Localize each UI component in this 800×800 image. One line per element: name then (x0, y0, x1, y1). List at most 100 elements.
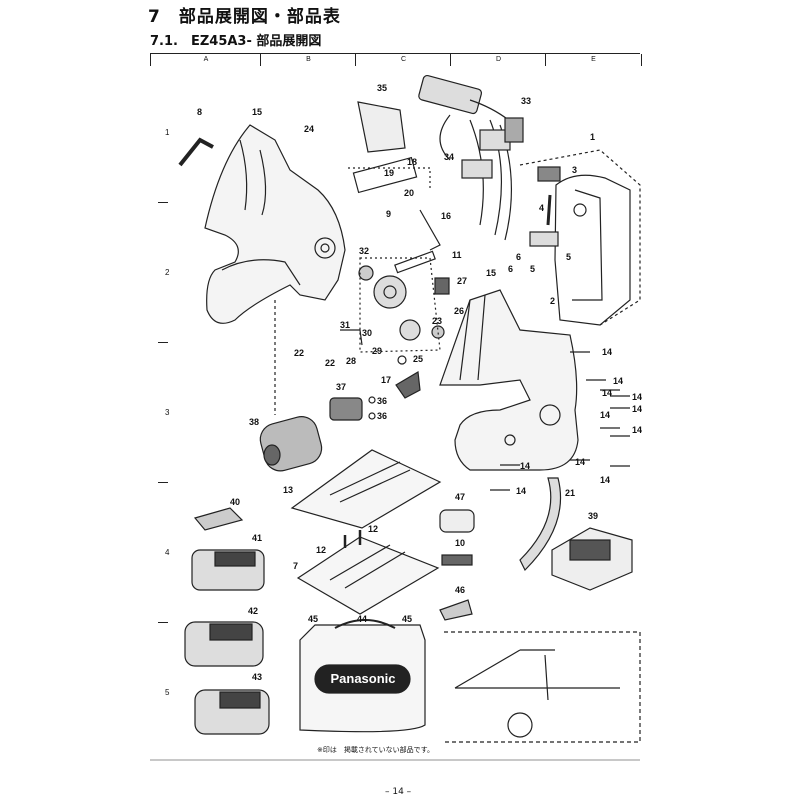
grid-column-d: D (450, 54, 546, 66)
footnote: ※印は 掲載されていない部品です。 (317, 746, 434, 754)
grid-row-divider (158, 342, 168, 343)
callout-22: 22 (294, 348, 305, 358)
grid-row-1: 1 (165, 128, 170, 137)
blade-guard-part (519, 149, 641, 326)
label-plate-part (357, 101, 406, 153)
group-outline (348, 167, 441, 353)
grid-row-divider (158, 482, 168, 483)
callout-41: 41 (252, 533, 263, 543)
callout-18: 18 (407, 157, 418, 167)
base-plate-part (290, 449, 442, 529)
gear-assembly-part (340, 156, 450, 346)
callout-4: 4 (539, 203, 545, 213)
callout-13: 13 (283, 485, 294, 495)
trigger-cover-part (395, 355, 421, 399)
charger-part (551, 527, 633, 591)
callout-14: 14 (632, 404, 643, 414)
callout-5: 5 (566, 252, 572, 262)
callout-28: 28 (346, 356, 357, 366)
grid-row-3: 3 (165, 408, 170, 417)
callout-43: 43 (252, 672, 263, 682)
shoe-plate-part (296, 536, 440, 615)
detail-inset-box (444, 631, 641, 743)
callout-14: 14 (602, 347, 613, 357)
callout-33: 33 (521, 96, 532, 106)
callout-24: 24 (304, 124, 315, 134)
grid-row-2: 2 (165, 268, 170, 277)
callout-22: 22 (325, 358, 336, 368)
subsection-title: 7.1. EZ45A3- 部品展開図 (150, 34, 322, 49)
callout-45: 45 (402, 614, 413, 624)
callout-26: 26 (454, 306, 465, 316)
callout-44: 44 (357, 614, 368, 624)
callout-29: 29 (372, 346, 383, 356)
callout-11: 11 (452, 250, 462, 260)
battery-pack-parts (184, 549, 270, 735)
left-housing-part (204, 124, 346, 324)
section-title: 7 部品展開図・部品表 (148, 7, 341, 27)
grid-row-5: 5 (165, 688, 170, 697)
page-number: – 14 – (385, 787, 412, 797)
terminal-cover-part (193, 507, 244, 531)
motor-part (259, 416, 323, 472)
callout-38: 38 (249, 417, 260, 427)
grid-row-divider (158, 622, 168, 623)
callout-14: 14 (632, 425, 643, 435)
callout-1: 1 (590, 132, 596, 142)
small-parts (439, 509, 475, 621)
callout-36: 36 (377, 396, 388, 406)
callout-32: 32 (359, 246, 370, 256)
callout-6: 6 (516, 252, 522, 262)
hex-key-part (178, 137, 214, 167)
callout-14: 14 (575, 457, 586, 467)
callout-5: 5 (530, 264, 536, 274)
case-brand-logo: Panasonic (330, 671, 396, 686)
callout-15: 15 (486, 268, 497, 278)
callout-2: 2 (550, 296, 556, 306)
callout-36: 36 (377, 411, 388, 421)
callout-20: 20 (404, 188, 415, 198)
callout-15: 15 (252, 107, 263, 117)
callout-35: 35 (377, 83, 388, 93)
grid-column-b: B (260, 54, 356, 66)
callout-46: 46 (455, 585, 466, 595)
callout-8: 8 (197, 107, 203, 117)
screw-parts (343, 530, 362, 548)
callout-12: 12 (368, 524, 379, 534)
callout-14: 14 (600, 410, 611, 420)
callout-6: 6 (508, 264, 514, 274)
callout-14: 14 (602, 388, 613, 398)
callout-45: 45 (308, 614, 319, 624)
callout-42: 42 (248, 606, 259, 616)
callout-16: 16 (441, 211, 452, 221)
callout-14: 14 (632, 392, 643, 402)
callout-37: 37 (336, 382, 347, 392)
callout-9: 9 (386, 209, 392, 219)
callout-10: 10 (455, 538, 466, 548)
callout-14: 14 (520, 461, 531, 471)
carrying-case-part (299, 619, 426, 733)
callout-19: 19 (384, 168, 395, 178)
callout-39: 39 (588, 511, 599, 521)
grid-row-4: 4 (165, 548, 170, 557)
strap-part (519, 477, 562, 572)
callout-14: 14 (516, 486, 527, 496)
callout-12: 12 (316, 545, 327, 555)
grid-column-e: E (545, 54, 642, 66)
callout-47: 47 (455, 492, 466, 502)
grid-column-header: A B C D E (150, 53, 642, 66)
screw-parts (490, 351, 630, 491)
callout-31: 31 (340, 320, 351, 330)
callout-27: 27 (457, 276, 468, 286)
callout-7: 7 (293, 561, 299, 571)
callout-23: 23 (432, 316, 443, 326)
callout-17: 17 (381, 375, 392, 385)
callout-14: 14 (600, 475, 611, 485)
callout-3: 3 (572, 165, 578, 175)
grid-column-c: C (355, 54, 451, 66)
gearbox-part (329, 396, 376, 421)
switch-harness-part (418, 74, 524, 241)
callout-40: 40 (230, 497, 241, 507)
callout-34: 34 (444, 152, 455, 162)
